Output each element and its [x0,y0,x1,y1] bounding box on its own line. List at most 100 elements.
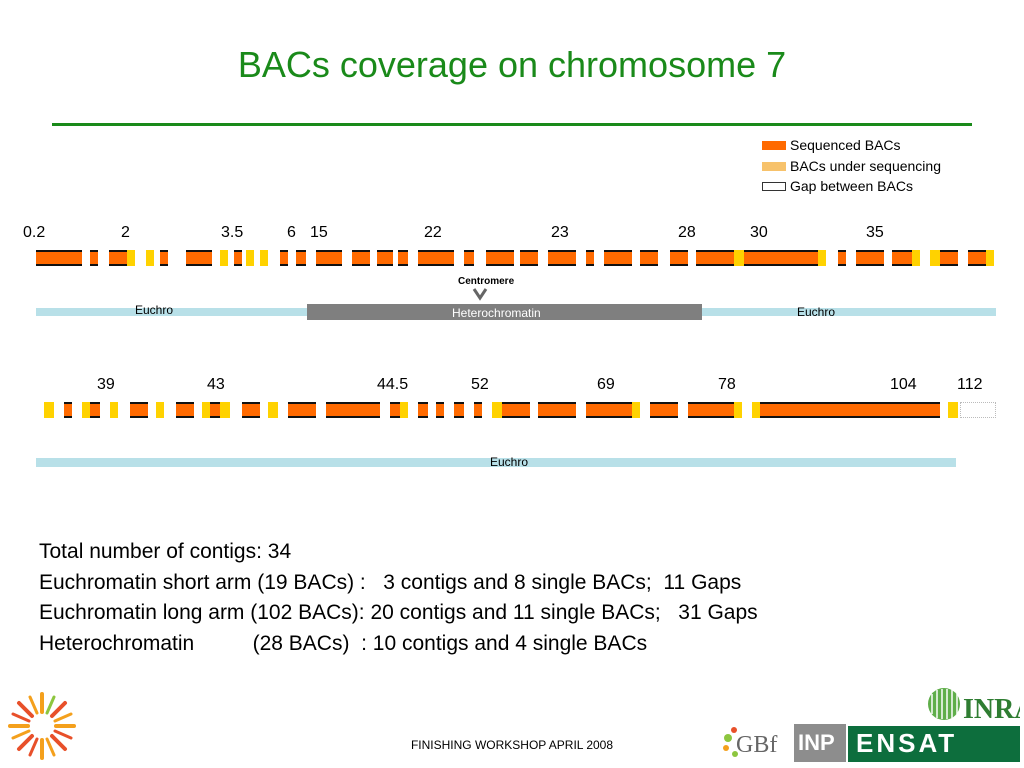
bac-segment [210,402,220,418]
bac-segment [734,402,742,418]
legend-label: Gap between BACs [790,178,913,194]
ensat-logo: ENSAT [848,726,1020,762]
bac-segment [36,250,82,266]
bac-segment [90,250,98,266]
position-label: 52 [471,376,489,393]
bac-segment [418,250,454,266]
bac-segment [752,402,760,418]
bac-segment [818,250,826,266]
bac-segment [968,250,986,266]
position-label: 15 [310,224,328,241]
euchromatin-band-long-arm [702,308,996,316]
bac-segment [454,402,464,418]
bac-segment [220,250,228,266]
stats-short-arm: Euchromatin short arm (19 BACs) : 3 cont… [39,570,742,594]
stats-long-arm: Euchromatin long arm (102 BACs): 20 cont… [39,601,758,624]
bac-segment [538,402,576,418]
bac-segment [110,402,118,418]
bac-segment [82,402,90,418]
position-label: 104 [890,376,917,393]
bac-segment [632,402,640,418]
bac-segment [64,402,72,418]
bac-segment [296,250,306,266]
bac-segment [474,402,482,418]
ensat-logo-text: ENSAT [856,728,958,758]
position-label: 28 [678,224,696,241]
bac-segment [604,250,632,266]
bac-gap [960,402,996,418]
title-divider [52,123,972,126]
position-label: 23 [551,224,569,241]
bac-segment [892,250,912,266]
legend-label: Sequenced BACs [790,137,901,153]
bac-track-row1 [36,250,996,266]
position-label: 30 [750,224,768,241]
sun-logo-icon [8,692,76,760]
bac-segment [156,402,164,418]
bac-segment [464,250,474,266]
bac-segment [940,250,958,266]
under-sequencing-swatch [762,161,786,171]
bac-segment [520,250,538,266]
gbf-logo: GBf [723,727,777,758]
bac-segment [400,402,408,418]
bac-segment [760,402,940,418]
bac-segment [280,250,288,266]
euchromatin-band-row2 [36,458,956,467]
bac-segment [146,250,154,266]
bac-segment [586,402,632,418]
bac-track-row2 [36,402,996,418]
bac-segment [130,402,148,418]
bac-segment [268,402,278,418]
bac-segment [948,402,958,418]
position-label: 43 [207,376,225,393]
bac-segment [160,250,168,266]
bac-segment [186,250,212,266]
bac-segment [288,402,316,418]
position-label: 2 [121,224,130,241]
bac-segment [398,250,408,266]
position-label: 69 [597,376,615,393]
centromere-label: Centromere [458,276,515,287]
bac-segment [492,402,502,418]
bac-segment [390,402,400,418]
euchromatin-label: Euchro [797,305,836,319]
stats-total-contigs: Total number of contigs: 34 [39,540,292,563]
bac-segment [744,250,818,266]
bac-segment [688,402,734,418]
bac-segment [352,250,370,266]
heterochromatin-label: Heterochromatin [452,306,541,320]
bac-segment [246,250,254,266]
bac-segment [90,402,100,418]
bac-segment [377,250,393,266]
inp-logo-text: INP [798,730,835,755]
sequenced-swatch [762,141,786,150]
bac-segment [260,250,268,266]
bac-segment [650,402,678,418]
bac-segment [856,250,884,266]
inp-logo: INP [794,724,846,762]
centromere-arrow-icon [472,288,488,301]
bac-segment [586,250,594,266]
bac-segment [109,250,127,266]
gap-swatch [762,182,786,191]
bac-segment [986,250,994,266]
position-label: 44.5 [377,376,409,393]
bac-segment [502,402,530,418]
position-label: 35 [866,224,884,241]
bac-segment [930,250,940,266]
bac-segment [734,250,744,266]
footer-text: FINISHING WORKSHOP APRIL 2008 [410,738,614,752]
bac-segment [670,250,688,266]
inra-logo-text: INRA [963,694,1020,724]
position-label: 6 [287,224,296,241]
bac-segment [326,402,380,418]
bac-segment [202,402,210,418]
euchromatin-label: Euchro [135,303,174,317]
bac-segment [912,250,920,266]
bac-segment [640,250,658,266]
euchromatin-band-short-arm [36,308,308,316]
bac-segment [418,402,428,418]
bac-segment [486,250,514,266]
slide-title: BACs coverage on chromosome 7 [237,44,787,85]
